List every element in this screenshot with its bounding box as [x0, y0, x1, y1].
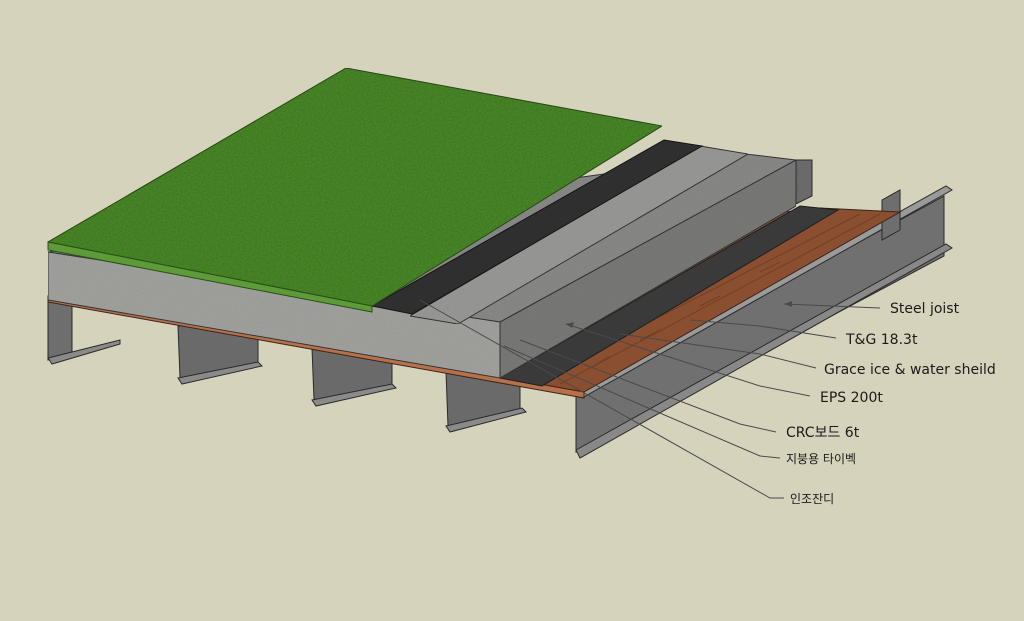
- leader-tg: [689, 319, 837, 339]
- grace-top: [498, 205, 840, 387]
- label-crc: CRC보드 6t: [786, 425, 860, 441]
- steel-joists: [47, 159, 953, 459]
- joist-1-flange: [47, 339, 121, 365]
- joist-2-flange: [177, 361, 263, 385]
- label-turf: 인조잔디: [790, 492, 834, 506]
- label-tg: T&G 18.3t: [845, 332, 918, 348]
- joist-1-web: [47, 299, 73, 361]
- eps-side: [499, 159, 797, 379]
- leader-tyvek: [503, 345, 781, 459]
- leader-lines: [419, 299, 881, 499]
- tyvek-top: [370, 139, 704, 315]
- turf-edge: [47, 241, 373, 313]
- label-steel-joist: Steel joist: [890, 301, 960, 317]
- tyvek-layer: [370, 139, 704, 315]
- label-tyvek: 지붕용 타이벡: [786, 452, 856, 466]
- grace-membrane: [498, 205, 840, 387]
- leader-steel: [783, 303, 881, 309]
- leader-eps: [565, 323, 811, 397]
- joist-5-bottom-flange: [575, 243, 953, 459]
- label-eps: EPS 200t: [820, 390, 883, 406]
- leader-grace: [619, 333, 817, 369]
- joist-back-web: [795, 159, 813, 205]
- arrowhead-eps: [566, 322, 574, 328]
- leader-crc: [519, 339, 777, 433]
- leader-turf: [419, 299, 784, 499]
- label-grace: Grace ice & water sheild: [824, 362, 996, 378]
- turf-layer: [46, 67, 664, 313]
- joist-4-flange: [445, 407, 527, 433]
- arrowhead-steel: [784, 301, 792, 307]
- joist-3-flange: [311, 383, 397, 407]
